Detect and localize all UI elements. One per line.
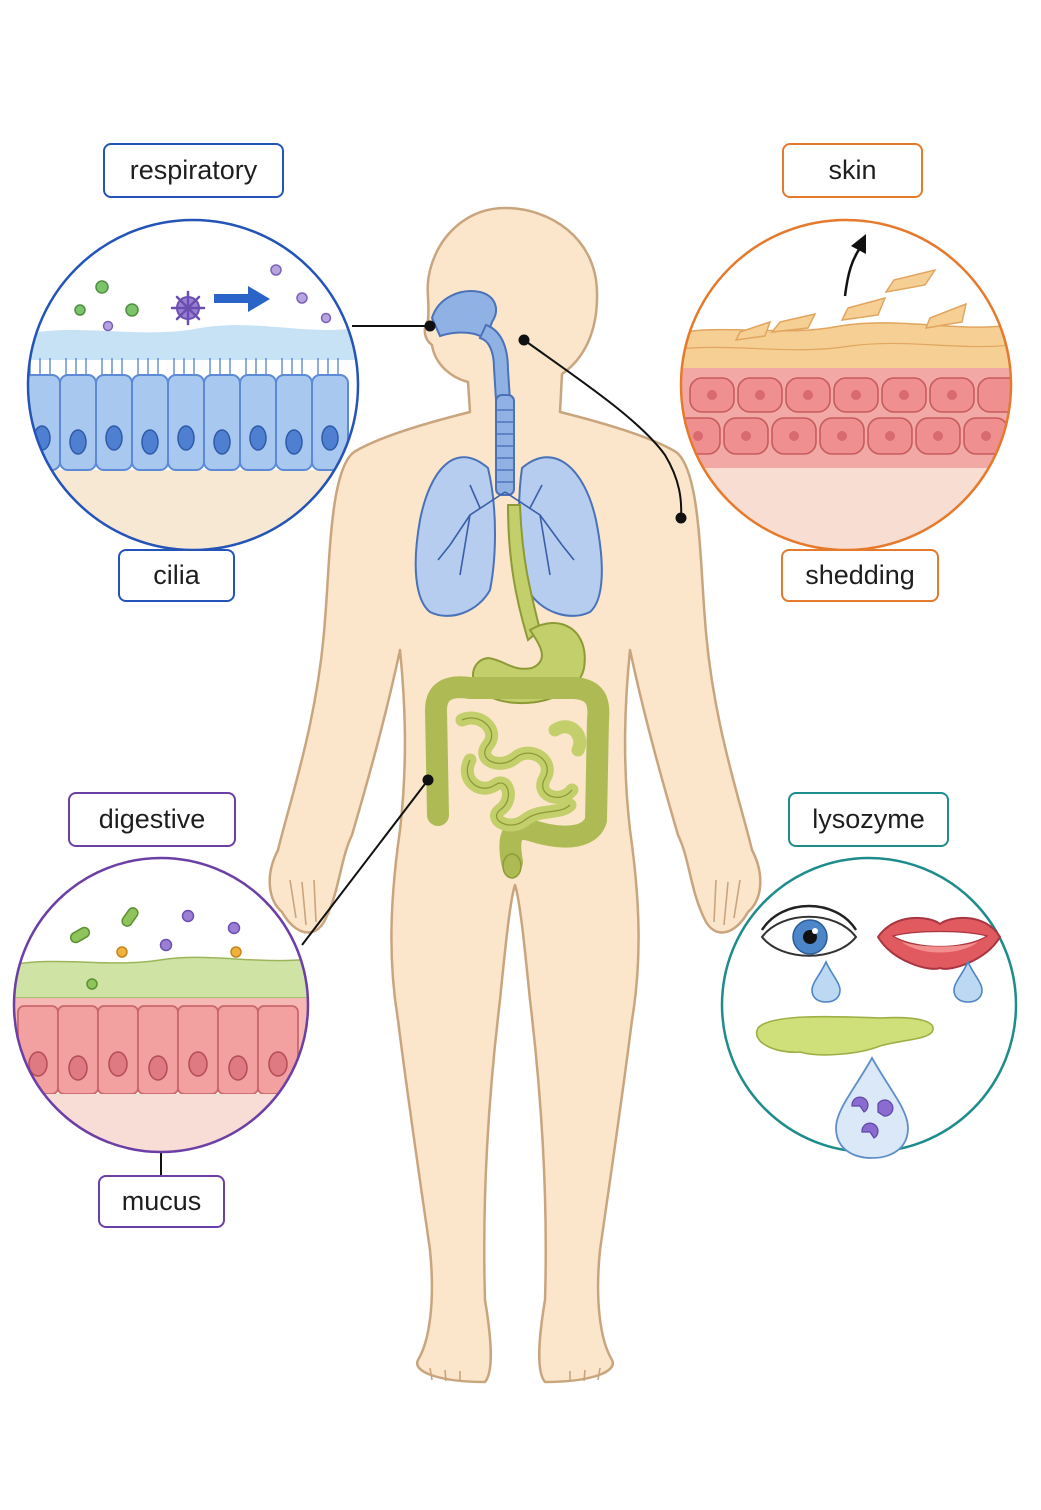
airborne-particles xyxy=(74,264,332,332)
digestive-label: digestive xyxy=(68,792,236,847)
tear-drop-icon xyxy=(811,960,841,1003)
body-silhouette xyxy=(268,206,762,1384)
arrow-right-icon xyxy=(214,286,270,312)
respiratory-zoom-circle xyxy=(26,218,360,552)
skin-label: skin xyxy=(782,143,923,198)
cell-nuclei xyxy=(33,425,339,455)
rectum xyxy=(502,853,522,879)
bronchi xyxy=(437,484,575,576)
mucus-puddle xyxy=(755,1015,934,1056)
microbe-icon xyxy=(170,290,206,326)
saliva-drop-icon xyxy=(953,960,983,1003)
respiratory-label: respiratory xyxy=(103,143,284,198)
shedding-label: shedding xyxy=(781,549,939,602)
goblet-cells xyxy=(17,1005,299,1095)
cilia-label: cilia xyxy=(118,549,235,602)
lysozyme-zoom-circle xyxy=(720,856,1018,1159)
enzyme-drop-icon xyxy=(835,1056,909,1159)
skin-zoom-circle xyxy=(679,218,1013,552)
digestive-connector xyxy=(301,779,429,946)
lysozyme-label: lysozyme xyxy=(788,792,949,847)
arrow-up-icon xyxy=(843,234,866,297)
skin-nuclei xyxy=(693,390,991,441)
small-intestine-outline xyxy=(461,717,573,826)
trachea-rings xyxy=(497,409,513,483)
finger-lines xyxy=(289,879,741,1382)
eye-icon xyxy=(760,904,858,957)
goblet-nuclei xyxy=(28,1051,288,1081)
connector-dots xyxy=(422,320,687,786)
ciliated-cells xyxy=(28,374,349,471)
gut-microbes xyxy=(69,907,242,990)
human-body xyxy=(268,206,762,1384)
mucus-label: mucus xyxy=(98,1175,225,1228)
mouth-icon xyxy=(876,916,1002,970)
shed-flakes xyxy=(734,268,968,341)
nasal-cavity xyxy=(430,290,497,342)
cilia-hairs xyxy=(29,358,339,375)
skin-connector xyxy=(523,339,683,519)
